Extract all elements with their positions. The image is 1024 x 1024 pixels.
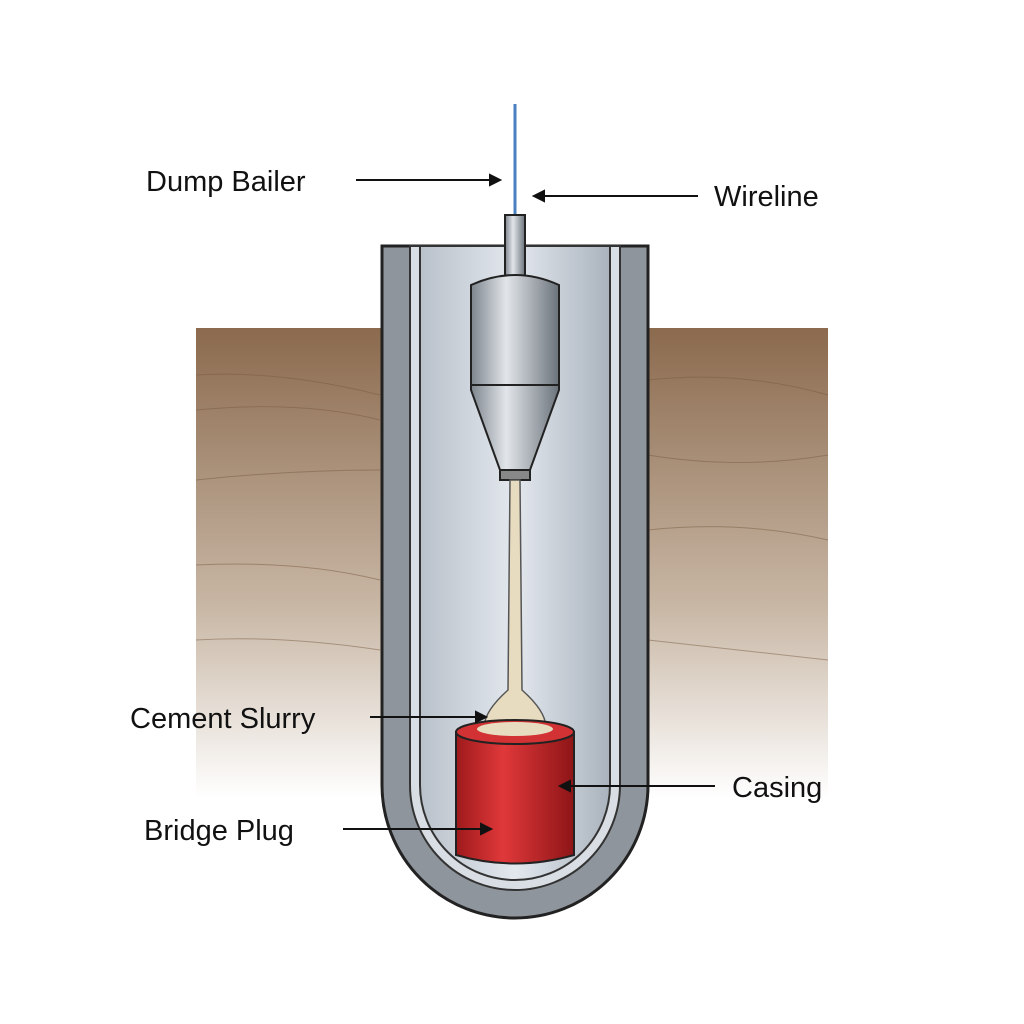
label-wireline: Wireline: [714, 181, 819, 213]
label-cement-slurry: Cement Slurry: [130, 703, 316, 735]
label-bridge-plug: Bridge Plug: [144, 815, 294, 847]
label-dump-bailer: Dump Bailer: [146, 166, 306, 198]
label-casing: Casing: [732, 772, 822, 804]
strata-lines: [195, 373, 829, 661]
cable-head: [504, 214, 526, 281]
leader-lines: [343, 173, 715, 836]
bridge-plug: [455, 731, 575, 865]
